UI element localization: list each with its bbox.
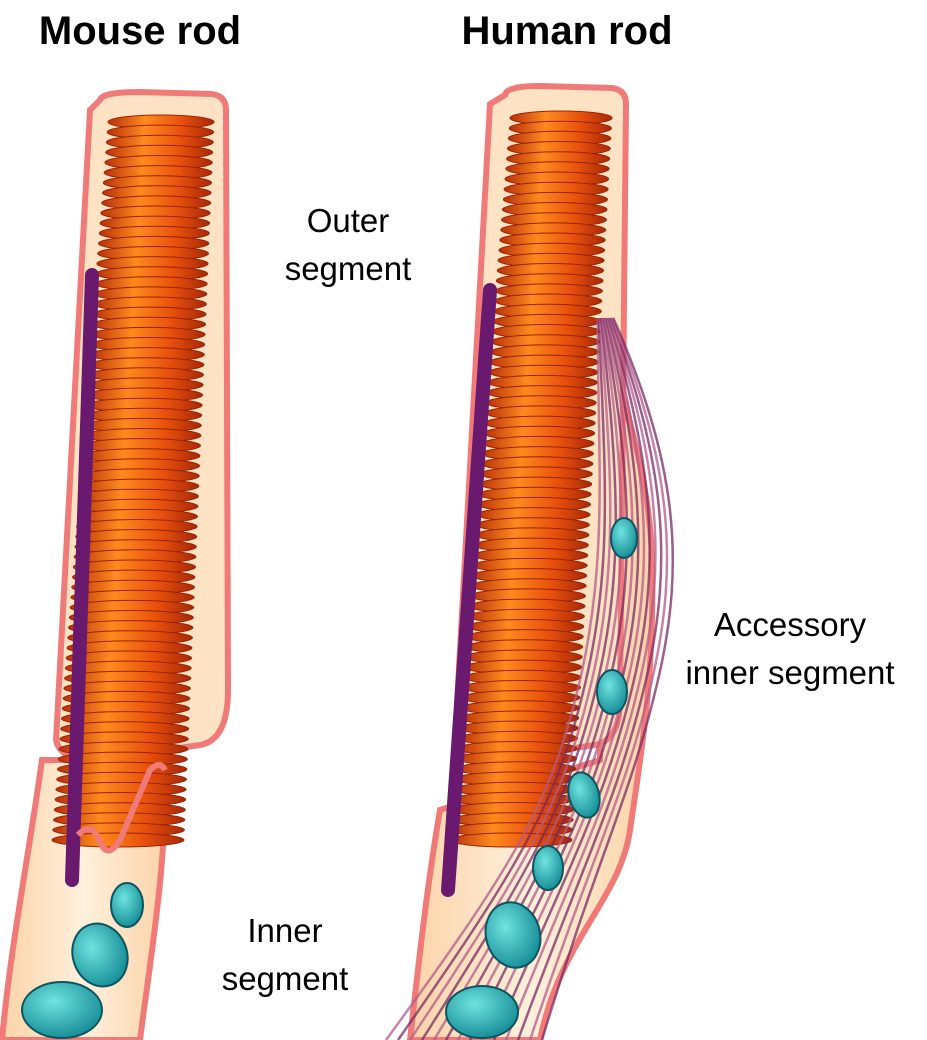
outer-segment-label-line-2: segment bbox=[285, 250, 412, 287]
accessory-inner-segment-label-line-1: Accessory bbox=[714, 606, 867, 643]
human-mitochondrion-4 bbox=[533, 846, 563, 890]
inner-segment-label-line-2: segment bbox=[222, 960, 349, 997]
inner-segment-label-line-1: Inner bbox=[247, 912, 322, 949]
mouse-mitochondrion-1 bbox=[111, 883, 143, 927]
human-rod bbox=[386, 86, 673, 1040]
human-rod-title: Human rod bbox=[461, 9, 672, 53]
outer-segment-label: Outer segment bbox=[285, 202, 412, 287]
mouse-rod-title: Mouse rod bbox=[39, 9, 241, 53]
outer-segment-label-line-1: Outer bbox=[307, 202, 390, 239]
inner-segment-label: Inner segment bbox=[222, 912, 349, 997]
human-mitochondrion-6 bbox=[446, 986, 518, 1038]
accessory-inner-segment-label: Accessory inner segment bbox=[685, 606, 894, 691]
accessory-inner-segment-label-line-2: inner segment bbox=[685, 654, 894, 691]
mouse-rod bbox=[2, 92, 228, 1040]
mouse-mitochondrion-3 bbox=[22, 982, 102, 1038]
human-mitochondrion-1 bbox=[611, 518, 637, 558]
human-mitochondrion-2 bbox=[597, 670, 627, 714]
